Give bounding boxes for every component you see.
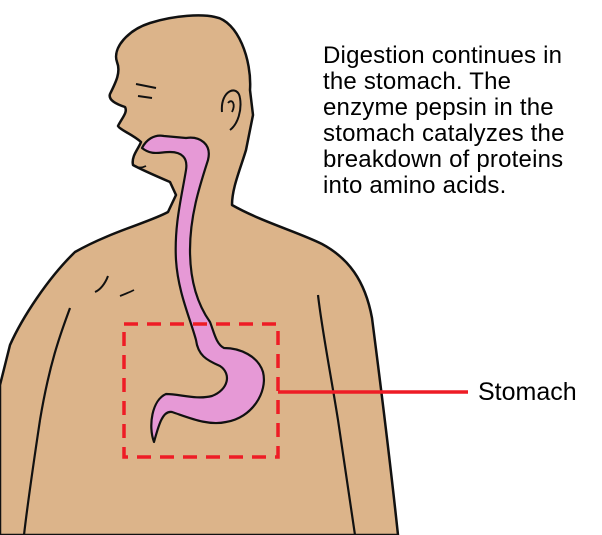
- caption-line-6: into amino acids.: [323, 172, 507, 199]
- caption-line-5: breakdown of proteins: [323, 146, 563, 173]
- caption-line-3: enzyme pepsin in the: [323, 94, 554, 121]
- caption-line-2: the stomach. The: [323, 68, 511, 95]
- caption-line-1: Digestion continues in: [323, 42, 562, 69]
- caption-line-4: stomach catalyzes the: [323, 120, 565, 147]
- stomach-label: Stomach: [478, 378, 577, 406]
- caption: Digestion continues in the stomach. The …: [323, 42, 565, 199]
